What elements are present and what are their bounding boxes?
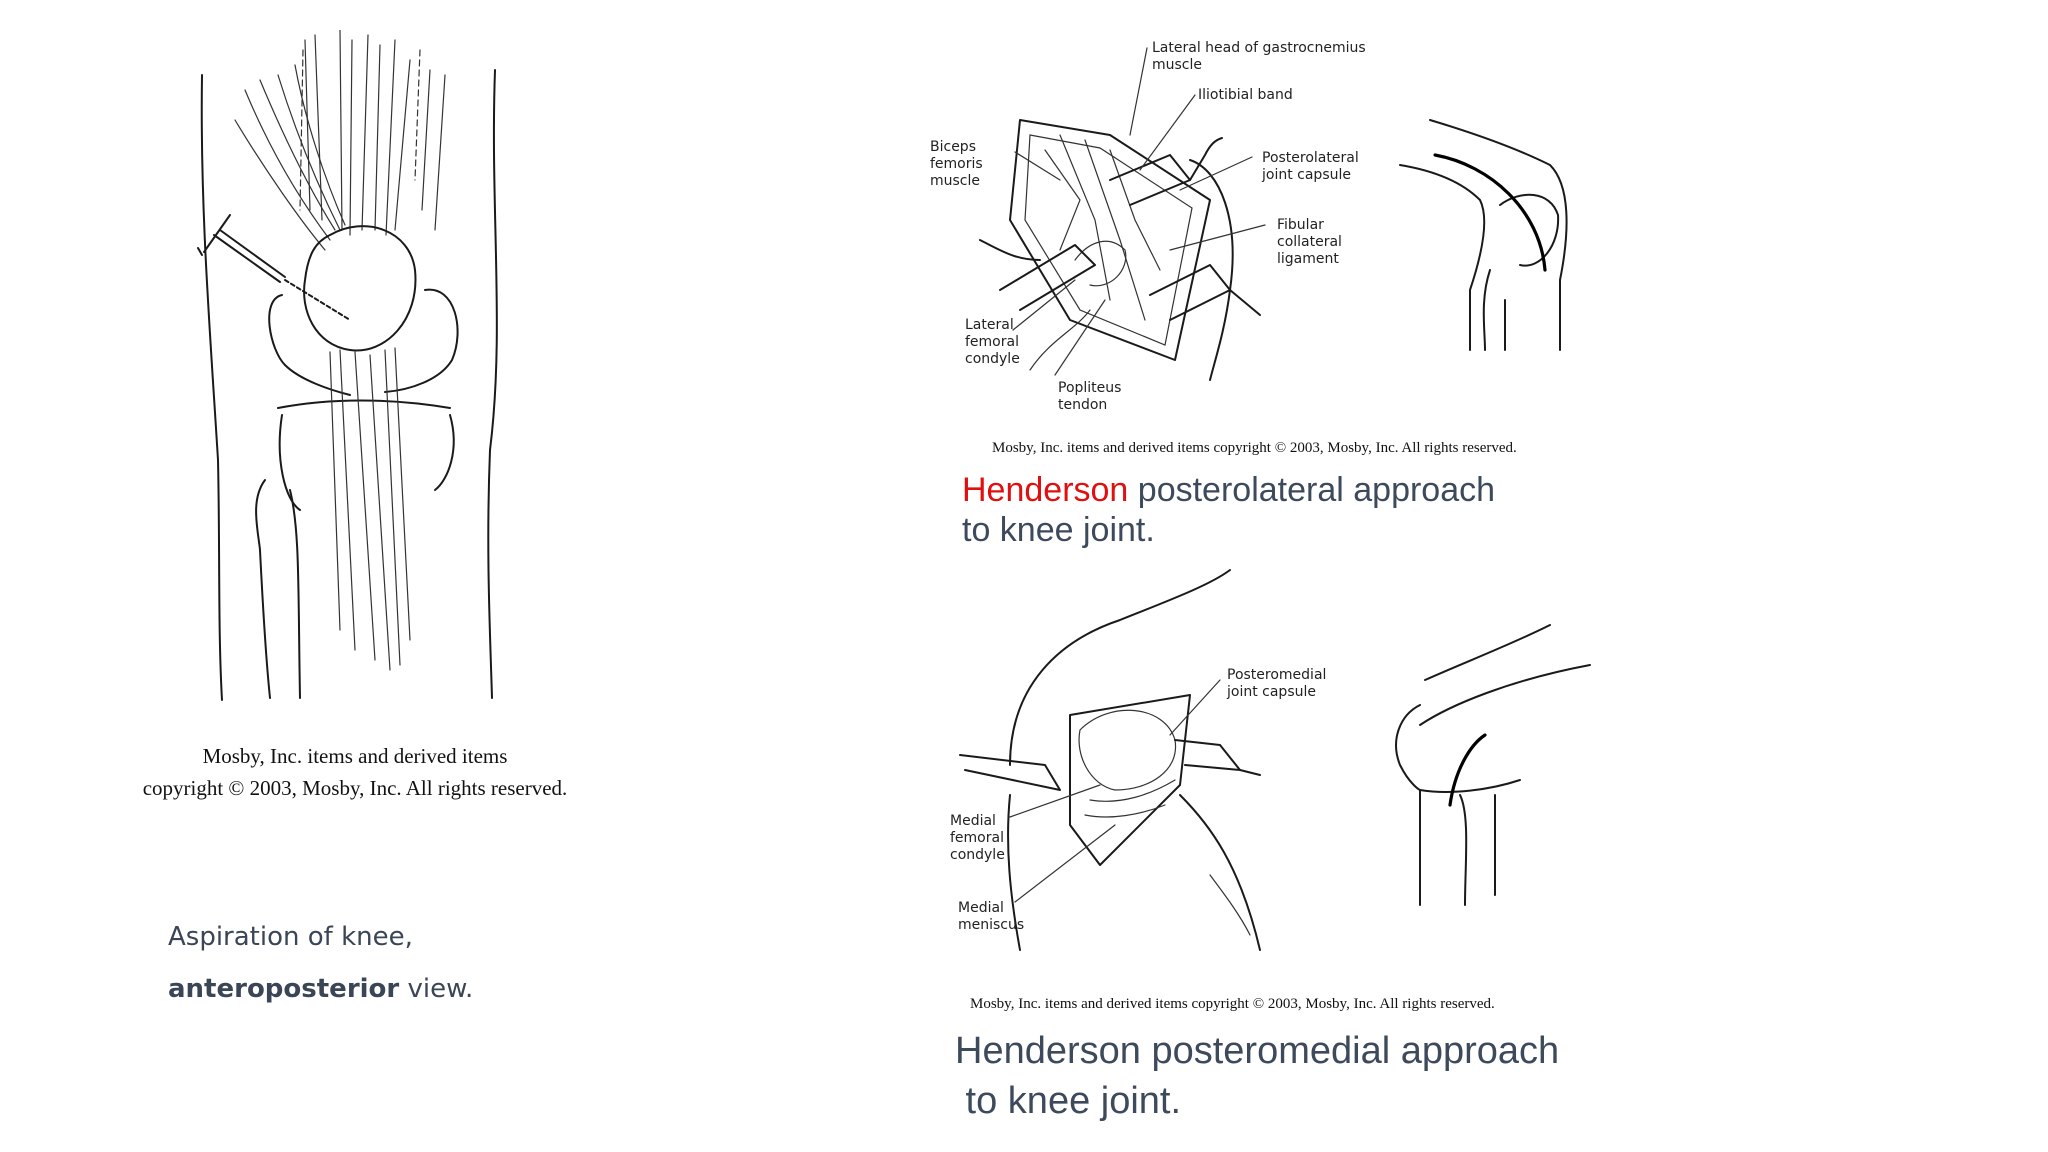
- left-caption-line1: Aspiration of knee,: [168, 922, 413, 952]
- left-caption-rest: view.: [399, 974, 474, 1004]
- top-right-caption-line2: to knee joint.: [962, 511, 1155, 549]
- bottom-right-copyright: Mosby, Inc. items and derived items copy…: [970, 996, 1495, 1012]
- caption-highlight-henderson: Henderson: [962, 471, 1129, 509]
- label-posteromedial-capsule: Posteromedial joint capsule: [1227, 667, 1327, 700]
- label-fibular-collateral: Fibular collateral ligament: [1277, 217, 1342, 267]
- top-right-copyright: Mosby, Inc. items and derived items copy…: [992, 440, 1517, 456]
- label-posterolateral-capsule: Posterolateral joint capsule: [1262, 150, 1359, 183]
- left-copyright-line2: copyright © 2003, Mosby, Inc. All rights…: [142, 776, 568, 800]
- left-copyright: Mosby, Inc. items and derived items copy…: [120, 740, 590, 804]
- label-medial-meniscus: Medial meniscus: [958, 900, 1025, 933]
- knee-aspiration-illustration: [197, 30, 498, 701]
- left-caption-bold: anteroposterior: [168, 974, 400, 1004]
- bottom-right-caption-line2: to knee joint.: [955, 1080, 1182, 1122]
- bottom-right-caption-line1: Henderson posteromedial approach: [955, 1030, 1560, 1072]
- label-biceps-femoris: Biceps femoris muscle: [930, 139, 983, 189]
- top-right-caption: Henderson posterolateral approach to kne…: [962, 470, 1495, 550]
- label-iliotibial-band: Iliotibial band: [1198, 87, 1293, 103]
- posteromedial-approach-illustration: [959, 569, 1591, 951]
- left-copyright-line1: Mosby, Inc. items and derived items: [202, 744, 508, 768]
- label-popliteus-tendon: Popliteus tendon: [1058, 380, 1122, 413]
- top-right-caption-line1: Henderson posterolateral approach: [962, 470, 1495, 510]
- left-caption-line2: anteroposterior view.: [168, 974, 473, 1004]
- label-medial-femoral-condyle: Medial femoral condyle: [950, 813, 1005, 863]
- posterolateral-approach-illustration: [979, 47, 1568, 381]
- top-right-caption-rest: posterolateral approach: [1128, 471, 1496, 509]
- bottom-right-caption: Henderson posteromedial approach to knee…: [955, 1026, 1559, 1126]
- label-gastrocnemius: Lateral head of gastrocnemius muscle: [1152, 40, 1366, 73]
- label-lateral-femoral-condyle: Lateral femoral condyle: [965, 317, 1020, 367]
